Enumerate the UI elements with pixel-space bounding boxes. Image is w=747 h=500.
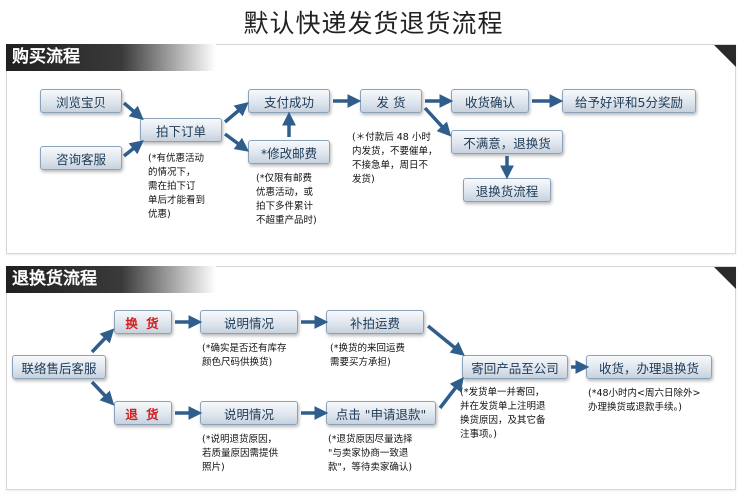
refund-explain-note: (*说明退货原因，若质量原因需提供照片): [202, 434, 279, 473]
pay-shipping-step: 补拍运费: [326, 310, 424, 334]
consult-service-step: 咨询客服: [40, 146, 122, 170]
browse-item-step: 浏览宝贝: [40, 89, 122, 113]
modify-postage-step: *修改邮费: [248, 140, 330, 164]
receive-process-note: (*48小时内<周六日除外>办理换货或退款手续。): [588, 388, 701, 413]
ship-step: 发 货: [360, 89, 422, 113]
confirm-receipt-step: 收货确认: [451, 89, 529, 113]
refund-explain-step: 说明情况: [200, 401, 298, 425]
exchange-step: 换 货: [114, 310, 172, 334]
return-flow-heading: 退换货流程: [6, 266, 216, 293]
exchange-explain-note: (*确实是否还有库存颜色尺码供换货): [202, 343, 287, 368]
apply-refund-note: (*退货原因尽量选择"与卖家协商一致退款"，等待卖家确认): [328, 434, 413, 473]
place-order-note: (*有优惠活动的情况下，需在拍下订单后才能看到优惠): [148, 153, 206, 220]
refund-step: 退 货: [114, 401, 172, 425]
corner-decoration: [714, 45, 736, 67]
unsatisfied-return-step: 不满意，退换货: [451, 130, 563, 154]
return-flow-step: 退换货流程: [463, 178, 551, 202]
send-back-step: 寄回产品至公司: [462, 355, 568, 379]
apply-refund-step: 点击 "申请退款": [326, 401, 436, 425]
contact-support-step: 联络售后客服: [12, 355, 106, 379]
payment-success-step: 支付成功: [248, 89, 330, 113]
ship-note: (＊付款后 48 小时内发货，不要催单，不接急单，周日不发货): [352, 132, 438, 185]
purchase-flow-heading: 购买流程: [6, 44, 216, 71]
corner-decoration: [714, 267, 736, 289]
modify-postage-note: (*仅限有邮费优惠活动，或拍下多件累计不超重产品时): [256, 173, 317, 226]
exchange-explain-step: 说明情况: [200, 310, 298, 334]
positive-review-step: 给予好评和5分奖励: [562, 89, 696, 113]
send-back-note: (*发货单一并寄回，并在发货单上注明退换货原因，及其它备注事项。): [460, 387, 546, 440]
receive-process-step: 收货，办理退换货: [586, 355, 712, 379]
page-title: 默认快递发货退货流程: [243, 9, 504, 38]
pay-shipping-note: (*换货的来回运费需要买方承担): [330, 343, 405, 368]
place-order-step: 拍下订单: [140, 118, 222, 142]
